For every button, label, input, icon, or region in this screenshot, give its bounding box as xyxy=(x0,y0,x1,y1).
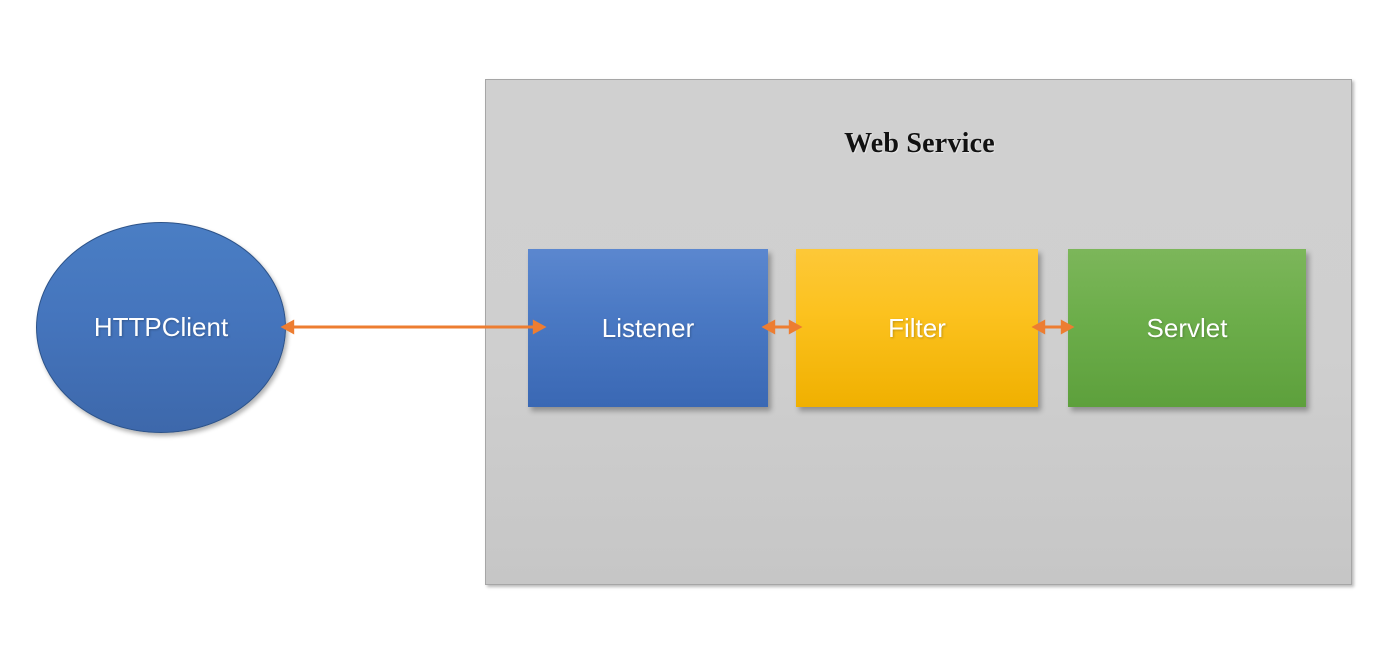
http-client-node[interactable]: HTTPClient xyxy=(36,222,286,433)
http-client-label: HTTPClient xyxy=(93,312,229,342)
servlet-label: Servlet xyxy=(1146,312,1228,343)
filter-node[interactable]: Filter xyxy=(796,249,1038,407)
servlet-node[interactable]: Servlet xyxy=(1068,249,1306,407)
listener-node[interactable]: Listener xyxy=(528,249,768,407)
filter-label: Filter xyxy=(888,312,946,343)
web-service-title: Web Service xyxy=(844,128,995,159)
listener-label: Listener xyxy=(601,312,695,343)
